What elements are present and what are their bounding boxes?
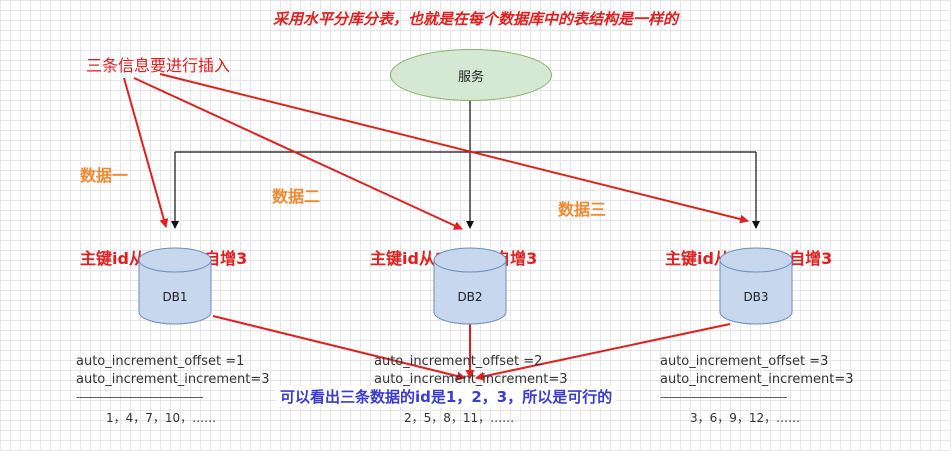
insert-note: 三条信息要进行插入 (86, 56, 231, 75)
db2-sequence: 2，5，8，11，…… (404, 411, 515, 425)
db3-arrow-conclusion (475, 323, 731, 381)
diagram-title: 采用水平分库分表，也就是在每个数据库中的表结构是一样的 (272, 10, 678, 28)
db3-cylinder: DB3 (719, 246, 793, 326)
service-label: 服务 (457, 69, 484, 85)
note-arrow-db3 (159, 73, 749, 224)
data-label-1: 数据一 (80, 166, 129, 185)
service-node: 服务 (390, 49, 552, 101)
db1-arrow-conclusion (212, 315, 466, 381)
note-arrow-db1 (123, 77, 169, 228)
db1-cylinder: DB1 (138, 246, 212, 326)
db3-increment: auto_increment_increment=3 (660, 372, 854, 387)
db3-sequence: 3，6，9，12，…… (690, 411, 801, 425)
note-arrow-db2 (133, 77, 463, 230)
db2-increment: auto_increment_increment=3 (374, 372, 568, 387)
data-label-3: 数据三 (558, 200, 607, 219)
db1-increment: auto_increment_increment=3 (76, 372, 270, 387)
db3-divider: -------------------------------------- (660, 390, 788, 404)
db1-divider: -------------------------------------- (76, 390, 204, 404)
db2-label: DB2 (457, 290, 483, 304)
db1-offset: auto_increment_offset =1 (76, 354, 245, 369)
conclusion-text: 可以看出三条数据的id是1，2，3，所以是可行的 (276, 386, 617, 407)
db3-label: DB3 (743, 290, 769, 304)
db3-offset: auto_increment_offset =3 (660, 354, 829, 369)
db2-offset: auto_increment_offset =2 (374, 354, 543, 369)
db1-label: DB1 (162, 290, 188, 304)
db2-cylinder: DB2 (433, 246, 507, 326)
db1-sequence: 1，4，7，10，…… (106, 411, 217, 425)
data-label-2: 数据二 (272, 187, 321, 206)
